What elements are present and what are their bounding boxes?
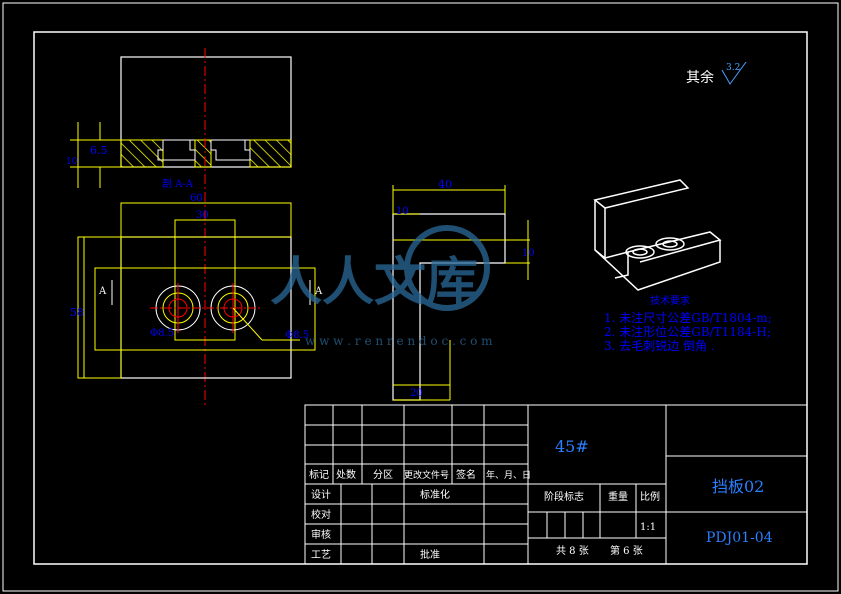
- title-block: [304, 404, 808, 565]
- sheet-number: 第 6 张: [610, 544, 643, 557]
- tech-note-2: 2. 未注形位公差GB/T1184-H;: [604, 324, 771, 339]
- dim-height: 10: [66, 157, 78, 167]
- isometric-bracket-illustration: [593, 179, 722, 291]
- dim-hole-2: Φ8.5: [285, 330, 309, 341]
- rev-header-zone: 分区: [373, 469, 393, 481]
- dim-hole: Φ8.5: [150, 328, 174, 339]
- scale-value: 1:1: [640, 522, 656, 533]
- dim-left-height: 58: [70, 306, 84, 319]
- row-process: 工艺: [311, 549, 331, 561]
- approve-label: 批准: [420, 548, 440, 561]
- scale-label: 比例: [640, 490, 660, 503]
- row-review: 审核: [311, 528, 331, 541]
- tech-notes-title: 技术要求: [650, 294, 690, 307]
- watermark: 人人文库 w w w . r e n r e n d o c . c o m: [270, 225, 493, 348]
- roughness-note: 其余 3.2: [686, 61, 747, 86]
- front-view: 60 30 58 Φ8.5 Φ8.5 A A: [70, 193, 323, 379]
- rev-header-sign: 签名: [456, 468, 476, 481]
- roughness-value: 3.2: [726, 63, 740, 73]
- drawing-number: PDJ01-04: [706, 530, 773, 546]
- weight-label: 重量: [608, 490, 628, 503]
- material-text: 45#: [555, 437, 589, 456]
- watermark-text: 人人文库: [270, 252, 478, 313]
- dim-side-bottom: 20: [410, 388, 423, 399]
- standardize-label: 标准化: [420, 488, 450, 501]
- watermark-url: w w w . r e n r e n d o c . c o m: [305, 334, 493, 348]
- dim-inner-width: 30: [196, 210, 209, 221]
- tech-note-3: 3. 去毛刺锐边 倒角 .: [604, 339, 715, 353]
- dim-side-height: 10: [522, 248, 535, 259]
- rev-header-mark: 标记: [309, 469, 329, 481]
- dim-side-thickness: 10: [396, 206, 409, 217]
- row-design: 设计: [311, 488, 331, 501]
- rev-header-doc: 更改文件号: [404, 469, 449, 481]
- technical-notes: 技术要求 1. 未注尺寸公差GB/T1804-m; 2. 未注形位公差GB/T1…: [604, 294, 772, 353]
- roughness-label: 其余: [686, 69, 714, 86]
- rev-header-date: 年、月、日: [486, 469, 531, 481]
- title-block-text: 45# 挡板02 PDJ01-04 标记 处数 分区 更改文件号 签名 年、月、…: [309, 437, 773, 561]
- roughness-symbol-icon: [721, 61, 747, 85]
- tech-note-1: 1. 未注尺寸公差GB/T1804-m;: [604, 310, 772, 325]
- section-arrow-left: A: [98, 286, 107, 297]
- rev-header-count: 处数: [336, 468, 356, 481]
- section-label: 剖 A-A: [162, 177, 194, 190]
- dim-side-top: 40: [438, 178, 452, 191]
- dim-top-width: 60: [190, 193, 203, 204]
- row-check: 校对: [311, 508, 331, 521]
- sheets-total: 共 8 张: [556, 545, 589, 557]
- part-name: 挡板02: [712, 477, 764, 496]
- stage-mark-label: 阶段标志: [544, 490, 584, 503]
- section-view: 6.5 10 剖 A-A: [66, 48, 292, 405]
- section-arrow-right: A: [314, 286, 323, 297]
- dim-depth: 6.5: [90, 144, 108, 157]
